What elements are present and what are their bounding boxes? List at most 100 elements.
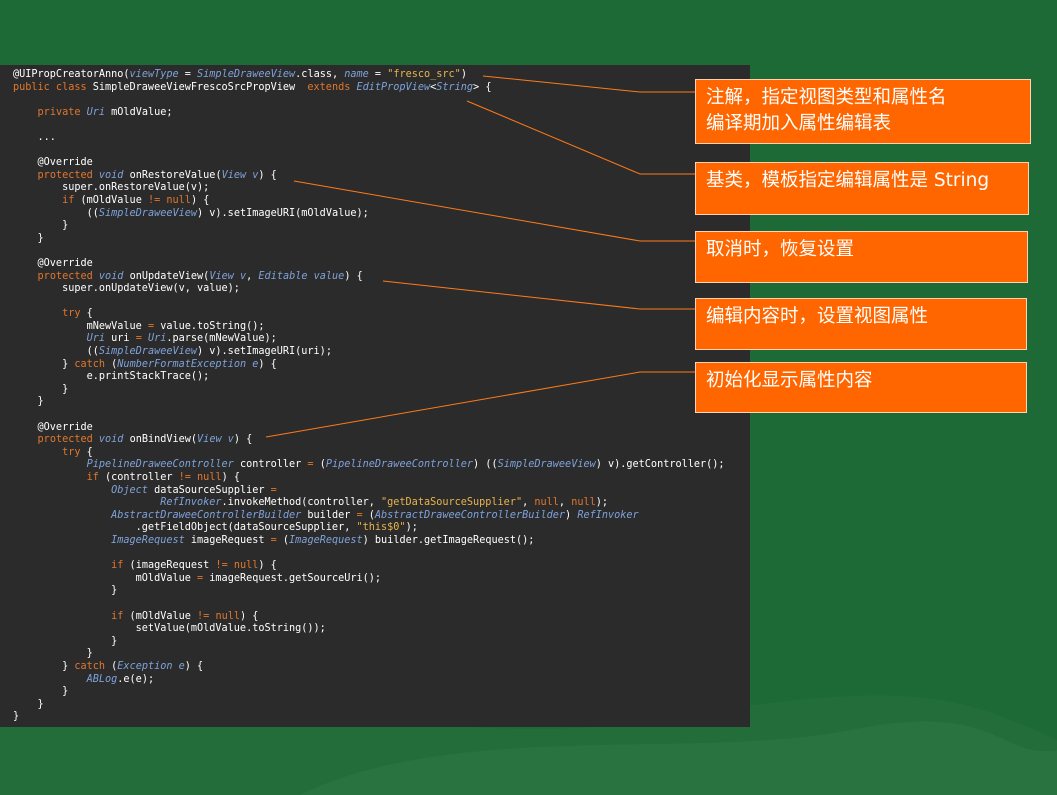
code-line: .getFieldObject(dataSourceSupplier, "thi…	[13, 522, 725, 535]
callout-base-class: 基类，模板指定编辑属性是 String	[695, 162, 1029, 215]
code-token: Object	[111, 484, 148, 496]
code-token: !=	[215, 560, 228, 572]
code-token	[13, 195, 62, 206]
code-line	[13, 119, 725, 132]
code-token: Uri	[86, 333, 106, 345]
code-token: ) v).setImageURI(uri);	[197, 346, 332, 358]
code-token: void	[98, 270, 124, 282]
code-token: }	[13, 660, 75, 672]
code-token: builder	[301, 509, 357, 521]
code-line: }	[13, 699, 725, 712]
code-token: void	[98, 169, 124, 181]
code-line: Object dataSourceSupplier =	[13, 485, 725, 498]
code-line: }	[13, 220, 725, 233]
code-token: mOldValue	[13, 572, 198, 584]
code-token: try	[62, 308, 81, 320]
code-token: }	[13, 220, 69, 232]
code-token: e.printStackTrace();	[13, 371, 210, 383]
callout-update: 编辑内容时，设置视图属性	[695, 298, 1027, 350]
code-token: SimpleDraweeViewFrescoSrcPropView	[92, 81, 308, 93]
code-token: null	[166, 194, 191, 206]
code-token: null	[571, 497, 596, 509]
callout-line: 初始化显示属性内容	[706, 370, 873, 391]
code-token: .class,	[295, 69, 345, 80]
code-token: )	[565, 509, 578, 521]
code-token: (controller	[98, 472, 179, 483]
code-token: }	[13, 232, 44, 244]
code-token: ABLog	[86, 673, 118, 685]
code-token: }	[13, 358, 75, 370]
code-token: SimpleDraweeView	[98, 207, 198, 219]
code-line: }	[13, 585, 725, 598]
code-token: "this$0"	[356, 522, 406, 534]
code-token: (mOldValue	[123, 610, 198, 622]
code-line: if (controller != null) {	[13, 472, 725, 485]
code-token: name	[344, 69, 369, 80]
callout-line: 基类，模板指定编辑属性是 String	[706, 170, 990, 191]
code-token: super.onUpdateView(v, value);	[13, 283, 240, 295]
code-token: =	[356, 509, 363, 521]
code-token: viewType	[129, 69, 179, 80]
code-token	[13, 560, 111, 571]
code-token: "fresco_src"	[387, 69, 461, 80]
code-token	[13, 107, 38, 118]
code-line: }	[13, 636, 725, 649]
code-line	[13, 296, 725, 309]
code-line: if (mOldValue != null) {	[13, 195, 725, 208]
code-token	[13, 447, 62, 458]
code-token: =	[368, 69, 388, 80]
code-token: @Override	[13, 421, 93, 433]
code-token: =	[178, 69, 198, 80]
code-token: super.onRestoreValue(v);	[13, 182, 210, 194]
code-token: > {	[473, 81, 492, 93]
code-line: mOldValue = imageRequest.getSourceUri();	[13, 573, 725, 586]
code-panel: @UIPropCreatorAnno(viewType = SimpleDraw…	[0, 65, 750, 727]
code-token: }	[13, 686, 69, 698]
code-token: v	[252, 169, 259, 181]
code-token: onBindView(	[123, 434, 198, 446]
code-line: ((SimpleDraweeView) v).setImageURI(mOldV…	[13, 208, 725, 221]
code-line: protected void onBindView(View v) {	[13, 434, 725, 447]
code-token: .e(e);	[117, 673, 155, 685]
code-token: if	[62, 194, 75, 206]
code-token: }	[13, 585, 118, 597]
code-token	[13, 510, 111, 521]
code-token: mNewValue	[13, 320, 148, 332]
code-line: try {	[13, 308, 725, 321]
code-token: value	[313, 270, 345, 282]
code-token: protected	[37, 434, 99, 446]
code-token: );	[595, 497, 609, 509]
code-token: void	[98, 434, 124, 446]
code-token: }	[13, 635, 118, 647]
code-token: ) v).setImageURI(mOldValue);	[197, 207, 369, 219]
code-line: try {	[13, 447, 725, 460]
code-token: (imageRequest	[123, 560, 216, 572]
code-token: ) {	[258, 358, 277, 370]
code-token: private	[37, 106, 87, 118]
code-token: null	[215, 610, 240, 622]
code-line: super.onRestoreValue(v);	[13, 182, 725, 195]
code-token: extends	[307, 81, 357, 93]
code-line: @Override	[13, 157, 725, 170]
code-token: if	[111, 610, 124, 622]
code-line: AbstractDraweeControllerBuilder builder …	[13, 510, 725, 523]
code-token: SimpleDraweeView	[197, 69, 296, 80]
code-token: !=	[178, 472, 191, 483]
code-line: }	[13, 384, 725, 397]
code-token: ) {	[344, 270, 363, 282]
code-token: null	[197, 472, 222, 483]
code-token: Exception	[117, 660, 173, 672]
callout-line: 编译期加入属性编辑表	[706, 113, 892, 134]
code-token: {	[80, 308, 93, 320]
code-token	[13, 170, 38, 181]
code-token: ...	[13, 131, 56, 143]
code-token: protected	[37, 270, 99, 282]
code-line: ...	[13, 132, 725, 145]
code-line: @UIPropCreatorAnno(viewType = SimpleDraw…	[13, 69, 725, 82]
code-token: SimpleDraweeView	[497, 459, 596, 471]
code-token: try	[62, 446, 81, 458]
code-token: onUpdateView(	[123, 270, 210, 282]
code-token: "getDataSourceSupplier"	[381, 497, 523, 509]
code-token: public class	[13, 81, 93, 93]
code-token: ) {	[240, 610, 259, 622]
